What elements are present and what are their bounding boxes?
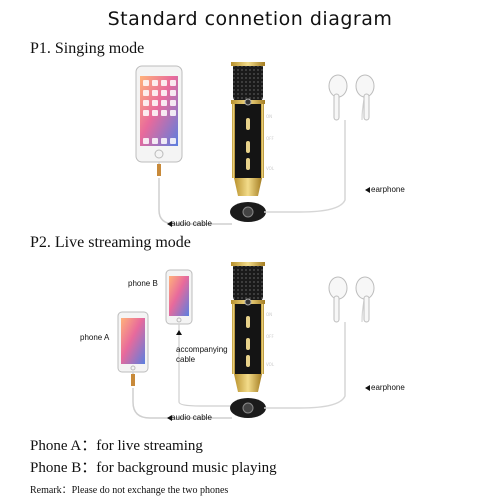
- earphone-streaming: [328, 276, 375, 323]
- accompanying-cable-label: accompanying cable: [176, 345, 228, 364]
- phone-b-label: phone B: [128, 279, 158, 288]
- mode1-label: P1. Singing mode: [30, 40, 145, 57]
- mic2-label-vol: VOL: [266, 362, 275, 367]
- note-remark: Remark：Please do not exchange the two ph…: [30, 485, 229, 496]
- mode2-label: P2. Live streaming mode: [30, 234, 191, 251]
- mode1-audio-cable-label: audio cable: [171, 219, 212, 228]
- mic1-label-on: ON: [266, 114, 272, 119]
- mode2-earphone-label: earphone: [371, 383, 405, 392]
- mic2-label-on: ON: [266, 312, 272, 317]
- microphone-singing: [230, 62, 266, 222]
- phone-singing: [135, 65, 183, 163]
- earphone-singing: [328, 74, 375, 121]
- mode2-audio-cable-label: audio cable: [171, 413, 212, 422]
- note-phone-b: Phone B：for background music playing: [30, 460, 277, 476]
- phone-a: [117, 311, 149, 373]
- microphone-streaming: [230, 262, 266, 418]
- note-phone-a: Phone A：for live streaming: [30, 438, 203, 454]
- phone-b: [165, 269, 193, 325]
- mic1-label-vol: VOL: [266, 166, 275, 171]
- mode1-earphone-label: earphone: [371, 185, 405, 194]
- mic2-label-off: OFF: [266, 334, 274, 339]
- phone-a-label: phone A: [80, 333, 110, 342]
- mic1-label-off: OFF: [266, 136, 274, 141]
- diagram-title: Standard connetion diagram: [107, 8, 393, 30]
